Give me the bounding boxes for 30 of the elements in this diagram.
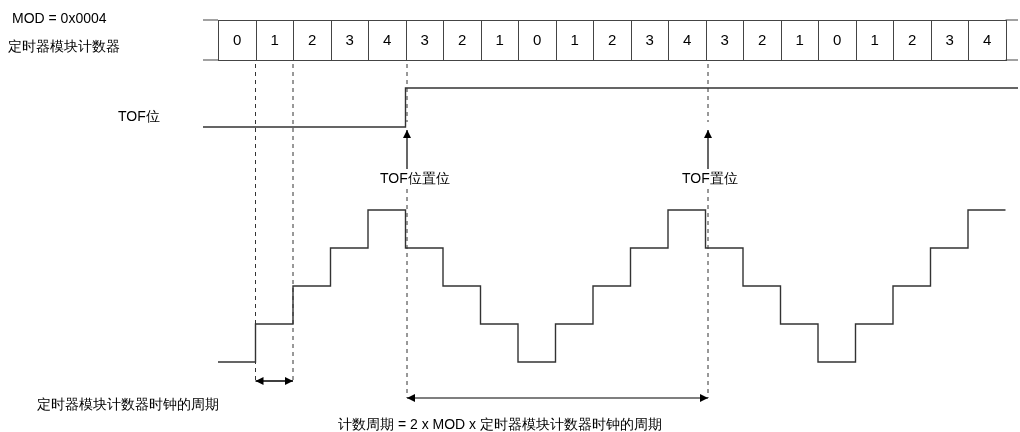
dimension-label: 定时器模块计数器时钟的周期 (37, 395, 219, 414)
counter-value-cell: 2 (893, 20, 932, 61)
counter-value-cell: 3 (705, 20, 744, 61)
counter-value-cell: 0 (218, 20, 257, 61)
counter-value-cell: 0 (518, 20, 557, 61)
counter-value-cell: 2 (593, 20, 632, 61)
counter-value-cell: 3 (930, 20, 969, 61)
counter-value-cell: 1 (855, 20, 894, 61)
counter-value-cell: 0 (818, 20, 857, 61)
signal-label: 定时器模块计数器 (8, 37, 120, 56)
counter-value-cell: 4 (968, 20, 1007, 61)
arrow (704, 129, 712, 170)
counter-value-cell: 3 (630, 20, 669, 61)
arrow (403, 129, 411, 170)
counter-value-cell: 2 (293, 20, 332, 61)
counter-value-cell: 2 (443, 20, 482, 61)
dimension-label: 计数周期 = 2 x MOD x 定时器模块计数器时钟的周期 (338, 415, 662, 432)
event-label: TOF置位 (682, 168, 738, 188)
counter-value-cell: 3 (330, 20, 369, 61)
counter-value-cell: 4 (668, 20, 707, 61)
counter-value-cell: 4 (368, 20, 407, 61)
signal-label: TOF位 (118, 107, 160, 126)
event-label: TOF位置位 (380, 168, 450, 188)
counter-value-cell: 1 (255, 20, 294, 61)
counter-value-cell: 1 (480, 20, 519, 61)
counter-value-cell: 3 (405, 20, 444, 61)
counter-value-cell: 1 (780, 20, 819, 61)
counter-value-cell: 1 (555, 20, 594, 61)
counter-value-cell: 2 (743, 20, 782, 61)
signal-label: MOD = 0x0004 (12, 9, 107, 28)
